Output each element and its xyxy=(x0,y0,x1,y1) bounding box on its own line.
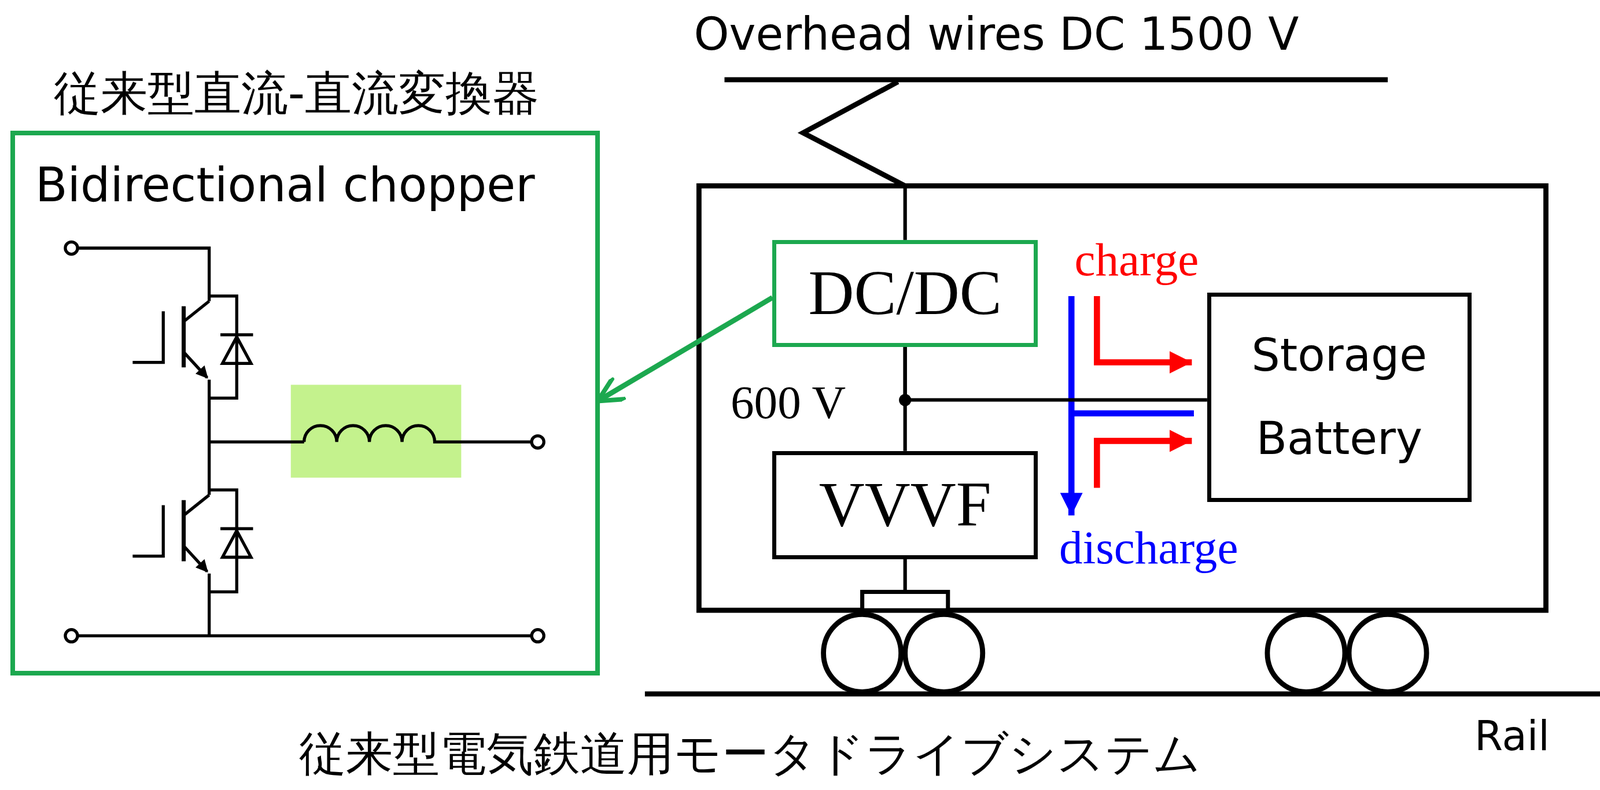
discharge-arrow xyxy=(1068,296,1075,516)
diode-bar xyxy=(220,526,253,530)
power-flow-arrows xyxy=(1071,296,1194,516)
box-label: VVVF xyxy=(819,473,992,537)
terminal xyxy=(65,241,78,254)
terminal xyxy=(65,629,78,643)
rail-label: Rail xyxy=(1474,716,1550,758)
converter-box: DC/DC xyxy=(772,240,1038,348)
power-wire xyxy=(905,347,1208,401)
igbt-gate xyxy=(132,505,164,557)
box-label: DC/DC xyxy=(808,261,1002,325)
rail-line xyxy=(644,691,1600,697)
igbt-symbol xyxy=(132,489,253,592)
diode-symbol xyxy=(222,336,252,364)
battery-box: Storage Battery xyxy=(1207,292,1472,503)
terminal xyxy=(531,629,544,643)
discharge-label: discharge xyxy=(1059,524,1238,572)
car-body xyxy=(698,185,1546,611)
diode-bar xyxy=(220,333,253,337)
wire xyxy=(207,573,211,637)
diode-symbol xyxy=(222,531,252,558)
wheel xyxy=(823,614,902,692)
igbt-symbol xyxy=(132,296,253,398)
pantograph xyxy=(802,81,905,186)
box-label: Storage Battery xyxy=(1225,314,1454,481)
igbt-collector xyxy=(183,495,210,516)
wheel xyxy=(1348,614,1427,692)
wheel xyxy=(905,614,983,692)
figure-caption: 従来型電気鉄道用モータドライブシステム xyxy=(137,730,1363,778)
overhead-wire xyxy=(724,77,1388,83)
wire-label: Overhead wires DC 1500 V xyxy=(694,12,1300,58)
chopper-circuit xyxy=(65,241,544,643)
train xyxy=(644,79,1600,695)
converter-panel: 従来型直流-直流変換器Bidirectional chopper xyxy=(10,130,601,676)
charge-label: charge xyxy=(1074,236,1200,284)
charge-arrow xyxy=(1096,296,1192,363)
charge-arrow xyxy=(1096,440,1192,488)
igbt-bar xyxy=(181,500,186,562)
wire xyxy=(71,248,209,302)
wire xyxy=(903,185,908,240)
wire xyxy=(71,634,538,638)
terminal xyxy=(531,436,544,449)
wheel xyxy=(1267,614,1345,692)
emitter-arrow xyxy=(195,365,209,379)
inverter-box: VVVF xyxy=(772,451,1038,560)
igbt-collector xyxy=(183,301,210,322)
igbt-bar xyxy=(181,306,186,368)
inductor-highlight xyxy=(290,384,462,478)
igbt-gate xyxy=(132,311,164,363)
wire xyxy=(209,440,305,444)
bogie xyxy=(862,591,949,611)
panel-heading: 従来型直流-直流変換器 xyxy=(53,69,540,117)
discharge-line xyxy=(1071,410,1194,417)
wire xyxy=(903,559,908,592)
inductor-symbol xyxy=(304,425,532,442)
panel-title: Bidirectional chopper xyxy=(35,161,596,209)
voltage-label: 600 V xyxy=(730,379,846,427)
emitter-arrow xyxy=(195,559,209,573)
